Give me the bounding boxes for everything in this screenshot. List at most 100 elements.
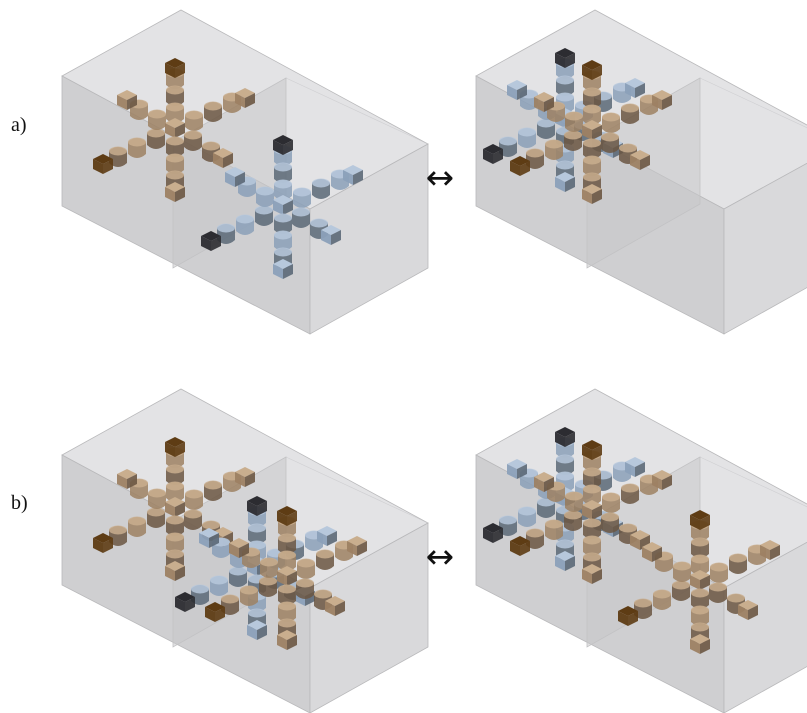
box-a-left-cluster-0-cap-top-left	[165, 63, 175, 78]
box-a-left-cluster-1-cap-top	[273, 135, 293, 155]
box-a-right-cluster-1-up-2-top	[583, 87, 601, 97]
box-a-left-cluster-0-center	[165, 118, 185, 138]
box-a-left-cluster-0-front-1-top	[184, 130, 202, 140]
box-b-left-cluster-2-center-left	[277, 571, 287, 586]
box-b-left-cluster-1-cap-bottom-right	[257, 625, 267, 640]
box-a-left-cluster-1-left-1-top	[255, 205, 273, 215]
box-b-right-cluster-2-left-1-top	[672, 580, 690, 590]
box-b-right-cluster-1-left-3-top	[526, 528, 544, 538]
box-a-right-cluster-1-front-1-top	[601, 132, 619, 142]
box-b-left-cluster-0-cap-back	[117, 469, 137, 489]
box-b-left-cluster-1-cap-top-left	[247, 501, 257, 516]
box-a-left-cluster-0-cap-back-right	[127, 95, 137, 110]
box-a-left-cluster-1-right-1-top	[293, 187, 311, 197]
box-b-left-cluster-0-front-1	[184, 509, 202, 530]
box-b-left-cluster-2-left-3	[221, 594, 239, 615]
box-a-right-cluster-1-cap-back	[534, 92, 554, 112]
box-b-left-cluster-1-up-2-top	[248, 523, 266, 533]
box-a-left-cluster-1-cap-top-right	[283, 140, 293, 155]
box-b-left-cluster-0-back-1	[148, 488, 166, 509]
box-b-left-cluster-0-left-1-top	[147, 507, 165, 517]
box-b-left-cluster-0-cap-back-right	[127, 474, 137, 489]
box-a-right-cluster-1	[510, 60, 672, 204]
box-a-left-cluster-1-down-2-top	[274, 230, 292, 240]
box-b-left-cluster-2-cap-front-left	[325, 601, 335, 616]
box-a-right-cluster-1-down-3-top	[583, 172, 601, 182]
box-b-right-cluster-1-right-1-top	[602, 492, 620, 502]
box-b-left-cluster-2-down-1-top	[278, 584, 296, 594]
box-b-left-cluster-1-left-1-top	[229, 566, 247, 576]
box-a-right-cluster-0-cap-bottom-right	[565, 177, 575, 192]
box-a-right-cluster-1-right-1	[602, 112, 620, 133]
box-b-left-cluster-0-cap-bottom-left	[165, 566, 175, 581]
box-a-left-cluster-0-cap-front	[213, 148, 233, 168]
box-b-right-cluster-1-cap-front	[630, 530, 650, 550]
box-a-left-cluster-0-left-1	[147, 128, 165, 149]
box-a-left-cluster-0-center-left	[165, 123, 175, 138]
box-a-right-cluster-0-cap-bottom	[555, 172, 575, 192]
box-b-right-cluster-0-cap-back	[507, 459, 527, 479]
box-b-right-cluster-1-center	[582, 500, 602, 520]
box-b-left-cluster-2-cap-top	[277, 506, 297, 526]
box-b-left-cluster-2-back-1-top	[260, 557, 278, 567]
box-b-right-cluster-0-cap-left-right	[493, 528, 503, 543]
box-b-right-cluster-1-up-2	[583, 467, 601, 488]
box-b-left-cluster-2-cap-top-right	[287, 511, 297, 526]
box-b-right-cluster-2-center-right	[700, 575, 710, 590]
box-b-right-cluster-2-cap-front	[738, 600, 758, 620]
box-a-right-cluster-1-left-1	[564, 130, 582, 151]
box-a-right-cluster-0-cap-right-right	[635, 83, 645, 98]
box-a-right-cluster-1-right-2	[621, 103, 639, 124]
box-a-left	[61, 9, 429, 335]
box-b-left-cluster-1-left-1	[229, 566, 247, 587]
box-b-right-cluster-1-cap-top	[582, 440, 602, 460]
box-b-left-cluster-2-front-2-top	[314, 589, 332, 599]
box-a-left-cluster-0-right-2-top	[204, 101, 222, 111]
box-a-left-cluster-0-cap-bottom-left	[165, 187, 175, 202]
box-b-left-cluster-0-up-1	[166, 481, 184, 502]
box-b-right-cluster-1-left-2	[545, 519, 563, 540]
box-b-left-cluster-0-up-2-top	[166, 464, 184, 474]
box-a-right-cluster-1-cap-front	[630, 150, 650, 170]
box-a-left-cluster-1-center-left	[273, 200, 283, 215]
box-a-right-cluster-1-center-left	[582, 125, 592, 140]
box-b-left-cluster-2-down-2-top	[278, 601, 296, 611]
box-b-left-cluster-1-cap-back-right	[209, 533, 219, 548]
box-a-left-cluster-1-cap-right	[343, 165, 363, 185]
box-a-right-cluster-1-cap-left-left	[510, 161, 520, 176]
box-a-right-cluster-0-left-2	[518, 127, 536, 148]
box-b-right-cluster-1-cap-right	[652, 470, 672, 490]
box-b-left-cluster-0-down-2	[166, 532, 184, 553]
box-b-right-cluster-0-cap-right-right	[635, 462, 645, 477]
box-a-left-cluster-1-cap-bottom	[273, 259, 293, 279]
box-a-left-cluster-1-cap-left-left	[201, 236, 211, 251]
box-b-left-cluster-2-back-1	[260, 557, 278, 578]
box-a-left-cluster-1-center	[273, 195, 293, 215]
box-b-right-cluster-1-down-1	[583, 518, 601, 539]
box-b-right-cluster-2-down-2	[691, 605, 709, 626]
box-b-right-cluster-0-left-2-top	[518, 506, 536, 516]
box-b-right-cluster-2-down-2-top	[691, 605, 709, 615]
box-b-left-cluster-2-cap-bottom	[277, 630, 297, 650]
box-a-right-cluster-1-right-2-top	[621, 103, 639, 113]
box-b-right-cluster-2-cap-back-left	[642, 547, 652, 562]
box-a-right-cluster-1-up-1-top	[583, 104, 601, 114]
box-a-right-cluster-0-up-1-top	[556, 92, 574, 102]
box-b-right-cluster-2-back-1	[673, 561, 691, 582]
box-a-left-cluster-0-front-1	[184, 130, 202, 151]
box-b-left-cluster-1-cap-right-left	[317, 531, 327, 546]
box-b-right-cluster-0-cap-top	[555, 427, 575, 447]
box-a-left-cluster-0-down-3-top	[166, 170, 184, 180]
box-a-left-cluster-1-cap-top-left	[273, 140, 283, 155]
box-a-left-cluster-0-cap-top-right	[175, 63, 185, 78]
box-b-right-cluster-1-cap-back	[534, 472, 554, 492]
box-b-right-cluster-0-cap-top-left	[555, 432, 565, 447]
box-a-left-cluster-1-left-1	[255, 205, 273, 226]
box-b-right-cluster-2-right-1-top	[710, 562, 728, 572]
box-b-left-right-face	[309, 522, 429, 713]
box-b-left-cluster-2-cap-back-right	[239, 543, 249, 558]
box-b-right-cluster-0-up-1-top	[556, 471, 574, 481]
box-b-left-cluster-2-front-1-top	[296, 578, 314, 588]
box-a-right-cluster-1-left-2-top	[545, 139, 563, 149]
box-b-right-cluster-0-cap-bottom-right	[565, 556, 575, 571]
